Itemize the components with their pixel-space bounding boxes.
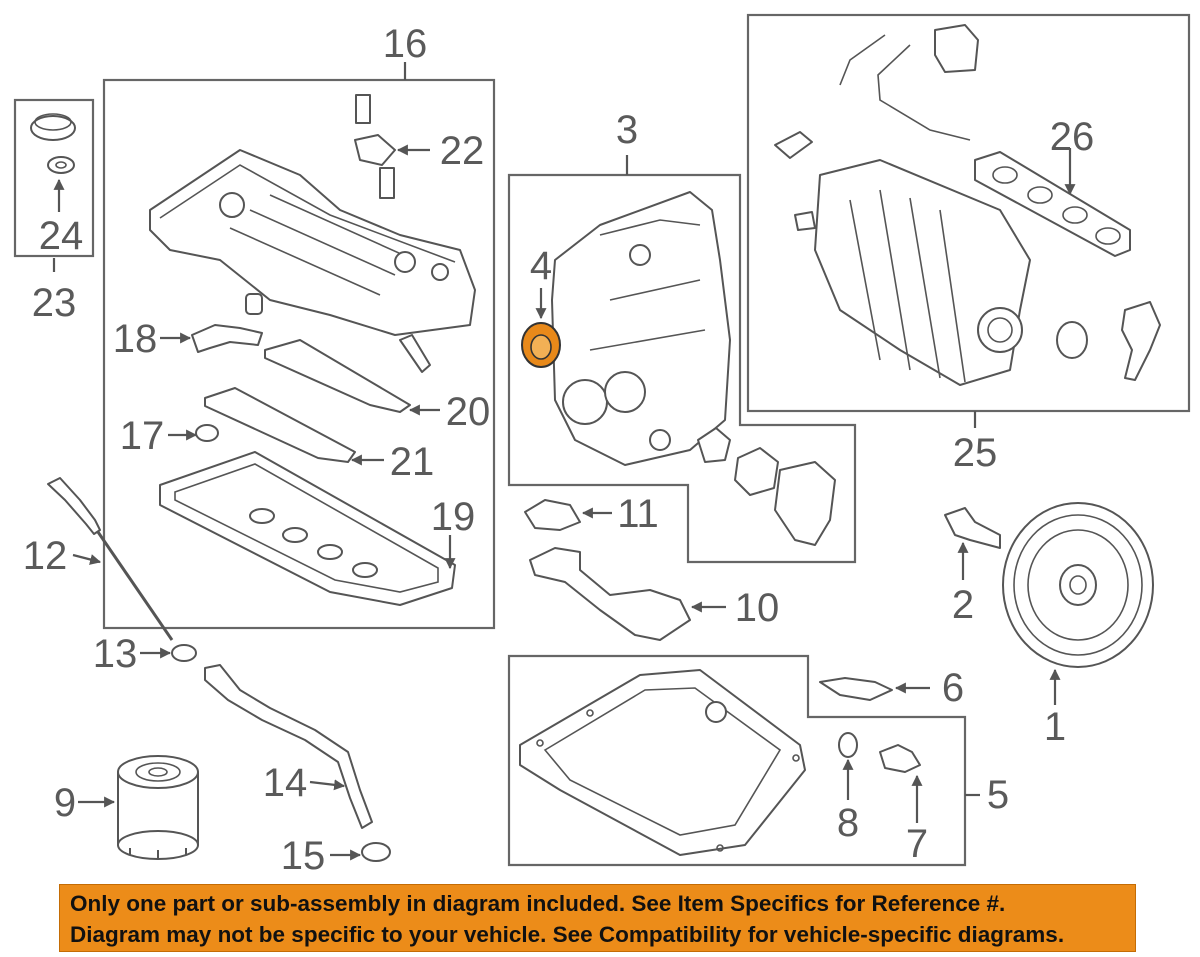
notice-line-2: Diagram may not be specific to your vehi… <box>70 922 1065 947</box>
callout-23: 23 <box>32 281 77 325</box>
callout-5: 5 <box>987 773 1009 817</box>
callout-13: 13 <box>93 632 138 676</box>
callout-9: 9 <box>54 781 76 825</box>
manifold-gasket-26-holes <box>992 166 1121 245</box>
callout-3: 3 <box>616 108 638 152</box>
washer-8-drawing <box>838 732 858 758</box>
callout-numbers: 1 2 3 4 5 6 7 8 9 10 11 12 13 14 15 16 1… <box>23 22 1095 878</box>
callout-16: 16 <box>383 22 428 66</box>
valve-cover-drawing <box>149 94 476 336</box>
seal-4-highlighted <box>521 322 561 368</box>
callout-24: 24 <box>39 214 84 258</box>
callout-12: 12 <box>23 534 68 578</box>
o-ring-13-drawing <box>171 644 197 662</box>
dipstick-12-rod <box>96 531 174 641</box>
callout-10: 10 <box>735 586 780 630</box>
group-frame-16 <box>102 78 496 630</box>
drain-plug-7-drawing <box>879 744 921 773</box>
spark-plug-seals <box>249 508 378 578</box>
callout-11: 11 <box>617 492 659 536</box>
solenoid-drawing <box>934 24 979 73</box>
callout-20: 20 <box>446 390 491 434</box>
callout-7: 7 <box>906 822 928 866</box>
callout-17: 17 <box>120 414 165 458</box>
callout-26: 26 <box>1050 115 1095 159</box>
oil-cap-drawing <box>30 113 76 174</box>
fitting-drawing <box>774 131 813 159</box>
callout-2: 2 <box>952 583 974 627</box>
throttle-seal-drawing <box>1056 321 1088 359</box>
gasket-21-drawing <box>204 387 356 463</box>
baffle-6-drawing <box>819 677 893 701</box>
callout-25: 25 <box>953 431 998 475</box>
notice-line-1: Only one part or sub-assembly in diagram… <box>70 891 1006 916</box>
callout-1: 1 <box>1044 705 1066 749</box>
callout-19: 19 <box>431 495 476 539</box>
oil-pan-drawing <box>519 669 806 856</box>
crank-pulley-drawing <box>1002 502 1154 668</box>
gasket-19-drawing <box>159 451 456 606</box>
callout-4: 4 <box>530 244 552 288</box>
group-frame-3 <box>507 173 857 564</box>
callout-18: 18 <box>113 317 158 361</box>
gasket-18-drawing <box>191 324 263 353</box>
timing-cover-details <box>562 219 706 451</box>
callout-15: 15 <box>281 834 326 878</box>
callout-22: 22 <box>440 129 485 173</box>
injector-drawing <box>399 334 431 373</box>
callout-8: 8 <box>837 801 859 845</box>
hose-drawing <box>839 34 971 141</box>
intake-manifold-drawing <box>794 159 1031 386</box>
gasket-19-inner <box>174 463 439 593</box>
oil-strainer-10-drawing <box>529 547 691 641</box>
actuator-drawing <box>1121 301 1161 381</box>
dipstick-12-drawing <box>47 477 101 535</box>
leader-lines <box>52 62 1076 861</box>
bolt-2-drawing <box>944 507 1001 549</box>
plug-17-drawing <box>195 424 219 442</box>
callout-14: 14 <box>263 761 308 805</box>
group-frame-25 <box>746 13 1191 413</box>
group-frame-5 <box>507 654 967 867</box>
oil-filter-drawing <box>117 755 199 860</box>
group-frame-23 <box>13 98 95 258</box>
callout-6: 6 <box>942 666 964 710</box>
gasket-11-drawing <box>524 499 581 531</box>
o-ring-15-drawing <box>361 842 391 862</box>
manifold-gasket-26-drawing <box>974 151 1131 257</box>
dipstick-tube-14-drawing <box>204 664 373 829</box>
gasket-20-drawing <box>264 339 411 413</box>
callout-21: 21 <box>390 440 435 484</box>
notice-banner: Only one part or sub-assembly in diagram… <box>59 884 1136 952</box>
oil-pump-parts <box>697 427 836 546</box>
